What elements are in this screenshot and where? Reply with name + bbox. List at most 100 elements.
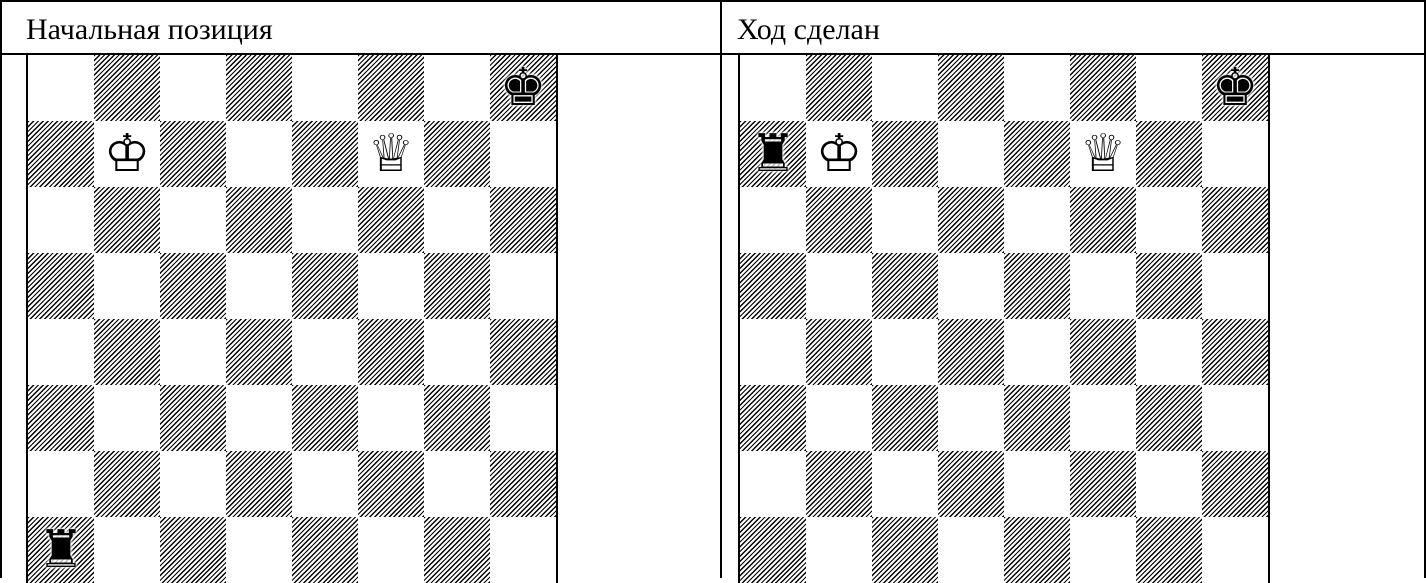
square-g7[interactable] <box>424 121 490 187</box>
square-h3[interactable] <box>490 385 556 451</box>
square-h6[interactable] <box>1202 187 1268 253</box>
square-h1[interactable] <box>1202 517 1268 583</box>
square-h7[interactable] <box>1202 121 1268 187</box>
square-a3[interactable] <box>28 385 94 451</box>
square-e4[interactable] <box>1004 319 1070 385</box>
square-e3[interactable] <box>292 385 358 451</box>
square-c1[interactable] <box>872 517 938 583</box>
square-e2[interactable] <box>1004 451 1070 517</box>
square-a6[interactable] <box>28 187 94 253</box>
square-a8[interactable] <box>740 55 806 121</box>
square-e1[interactable] <box>1004 517 1070 583</box>
square-e5[interactable] <box>292 253 358 319</box>
square-f4[interactable] <box>358 319 424 385</box>
square-d7[interactable] <box>226 121 292 187</box>
square-c2[interactable] <box>160 451 226 517</box>
square-b4[interactable] <box>806 319 872 385</box>
square-b7[interactable]: ♔ <box>806 121 872 187</box>
square-f3[interactable] <box>1070 385 1136 451</box>
square-b5[interactable] <box>94 253 160 319</box>
square-a5[interactable] <box>28 253 94 319</box>
square-b2[interactable] <box>94 451 160 517</box>
square-e4[interactable] <box>292 319 358 385</box>
square-h7[interactable] <box>490 121 556 187</box>
square-a4[interactable] <box>28 319 94 385</box>
square-d6[interactable] <box>938 187 1004 253</box>
square-d7[interactable] <box>938 121 1004 187</box>
square-e7[interactable] <box>1004 121 1070 187</box>
square-a2[interactable] <box>740 451 806 517</box>
square-f7[interactable]: ♕ <box>358 121 424 187</box>
black-king-icon[interactable]: ♚ <box>1212 55 1259 121</box>
square-a1[interactable] <box>740 517 806 583</box>
black-king-icon[interactable]: ♚ <box>500 55 547 121</box>
square-b6[interactable] <box>94 187 160 253</box>
square-e6[interactable] <box>1004 187 1070 253</box>
square-c3[interactable] <box>872 385 938 451</box>
square-f8[interactable] <box>1070 55 1136 121</box>
square-e8[interactable] <box>292 55 358 121</box>
square-g6[interactable] <box>424 187 490 253</box>
square-h8[interactable]: ♚ <box>1202 55 1268 121</box>
square-f6[interactable] <box>358 187 424 253</box>
square-c6[interactable] <box>160 187 226 253</box>
square-b2[interactable] <box>806 451 872 517</box>
square-f8[interactable] <box>358 55 424 121</box>
square-c4[interactable] <box>160 319 226 385</box>
square-e1[interactable] <box>292 517 358 583</box>
square-h4[interactable] <box>490 319 556 385</box>
square-c4[interactable] <box>872 319 938 385</box>
square-h3[interactable] <box>1202 385 1268 451</box>
square-b3[interactable] <box>94 385 160 451</box>
black-rook-icon[interactable]: ♜ <box>750 121 797 187</box>
square-d6[interactable] <box>226 187 292 253</box>
square-g8[interactable] <box>1136 55 1202 121</box>
square-d1[interactable] <box>226 517 292 583</box>
square-d3[interactable] <box>226 385 292 451</box>
square-g3[interactable] <box>1136 385 1202 451</box>
square-c5[interactable] <box>160 253 226 319</box>
square-c7[interactable] <box>872 121 938 187</box>
square-f2[interactable] <box>358 451 424 517</box>
square-c8[interactable] <box>872 55 938 121</box>
square-f6[interactable] <box>1070 187 1136 253</box>
square-d1[interactable] <box>938 517 1004 583</box>
square-g5[interactable] <box>424 253 490 319</box>
white-king-icon[interactable]: ♔ <box>104 121 151 187</box>
square-g6[interactable] <box>1136 187 1202 253</box>
square-d3[interactable] <box>938 385 1004 451</box>
square-e3[interactable] <box>1004 385 1070 451</box>
white-queen-icon[interactable]: ♕ <box>1080 121 1127 187</box>
square-h1[interactable] <box>490 517 556 583</box>
square-g4[interactable] <box>1136 319 1202 385</box>
square-a1[interactable]: ♜ <box>28 517 94 583</box>
square-g2[interactable] <box>424 451 490 517</box>
square-h8[interactable]: ♚ <box>490 55 556 121</box>
square-c6[interactable] <box>872 187 938 253</box>
square-c8[interactable] <box>160 55 226 121</box>
square-d5[interactable] <box>938 253 1004 319</box>
square-c1[interactable] <box>160 517 226 583</box>
square-c7[interactable] <box>160 121 226 187</box>
square-e5[interactable] <box>1004 253 1070 319</box>
black-rook-icon[interactable]: ♜ <box>38 517 85 583</box>
square-a8[interactable] <box>28 55 94 121</box>
square-h2[interactable] <box>490 451 556 517</box>
square-f5[interactable] <box>1070 253 1136 319</box>
square-h4[interactable] <box>1202 319 1268 385</box>
square-a3[interactable] <box>740 385 806 451</box>
square-a7[interactable] <box>28 121 94 187</box>
square-f5[interactable] <box>358 253 424 319</box>
square-g1[interactable] <box>424 517 490 583</box>
square-f4[interactable] <box>1070 319 1136 385</box>
square-b3[interactable] <box>806 385 872 451</box>
square-b1[interactable] <box>94 517 160 583</box>
square-c2[interactable] <box>872 451 938 517</box>
square-d4[interactable] <box>226 319 292 385</box>
square-d2[interactable] <box>938 451 1004 517</box>
square-b5[interactable] <box>806 253 872 319</box>
square-h2[interactable] <box>1202 451 1268 517</box>
square-e7[interactable] <box>292 121 358 187</box>
square-g8[interactable] <box>424 55 490 121</box>
square-e8[interactable] <box>1004 55 1070 121</box>
